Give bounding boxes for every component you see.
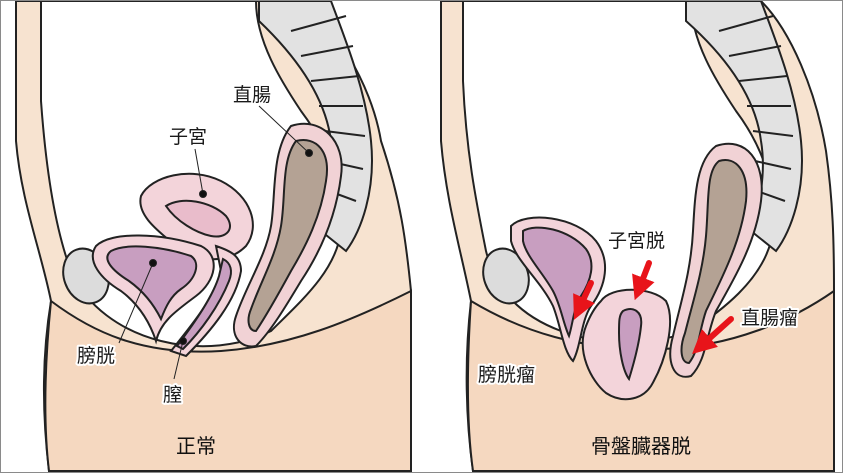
spine-normal bbox=[258, 1, 373, 253]
caption-prolapse: 骨盤臓器脱 bbox=[591, 434, 691, 458]
panel-prolapse bbox=[440, 1, 835, 472]
lower-body-normal bbox=[44, 289, 412, 472]
label-rectum: 直腸 bbox=[233, 84, 271, 106]
labels-prolapse: 子宮脱 直腸瘤 膀胱瘤 骨盤臓器脱 bbox=[476, 228, 800, 458]
label-bladder: 膀胱 bbox=[77, 345, 115, 367]
arrows-prolapse bbox=[573, 260, 734, 355]
label-vagina: 膣 bbox=[163, 384, 182, 406]
rectum-lumen-normal bbox=[247, 139, 328, 333]
rectum-lumen-prolapse bbox=[680, 159, 748, 365]
label-rectocele: 直腸瘤 bbox=[741, 307, 798, 329]
caption-normal: 正常 bbox=[176, 434, 216, 458]
spine-prolapse bbox=[685, 1, 803, 253]
red-arrow-icon bbox=[692, 316, 734, 355]
uterus-cavity-normal bbox=[164, 199, 231, 238]
label-uterine-prolapse: 子宮脱 bbox=[608, 230, 665, 252]
red-arrow-icon bbox=[632, 260, 655, 301]
pointers-normal bbox=[118, 105, 313, 380]
uterus-cavity-prolapse bbox=[617, 308, 643, 382]
red-arrow-icon bbox=[573, 280, 595, 320]
labels-normal: 直腸 子宮 膀胱 膣 正常 bbox=[75, 82, 273, 458]
label-uterus: 子宮 bbox=[169, 126, 207, 148]
vagina-lumen-normal bbox=[175, 257, 232, 351]
bladder-lumen-normal bbox=[106, 245, 198, 322]
label-cystocele: 膀胱瘤 bbox=[478, 364, 535, 386]
panel-normal bbox=[15, 1, 412, 472]
